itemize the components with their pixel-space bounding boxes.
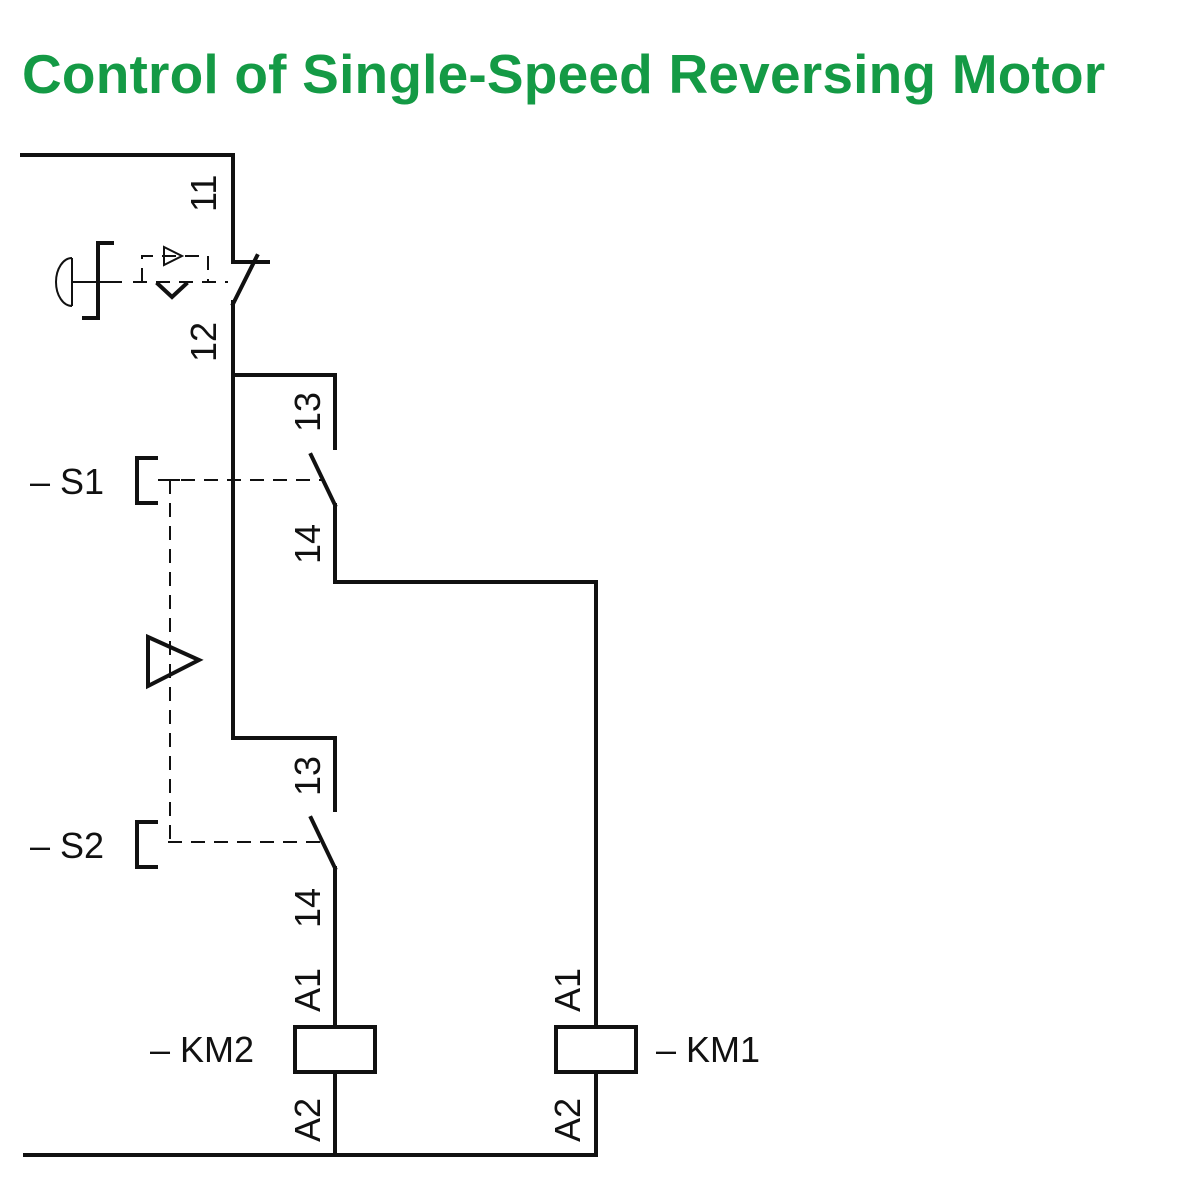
km2-terminal-a1: A1 — [287, 968, 328, 1012]
mechanical-interlock-icon — [146, 633, 204, 690]
km1-label: – KM1 — [656, 1029, 760, 1070]
km1-terminal-a2: A2 — [547, 1098, 588, 1142]
mushroom-head-icon — [55, 257, 73, 307]
s2-label: – S2 — [30, 825, 104, 866]
latch-triangle-icon — [163, 245, 185, 267]
supply-line — [20, 153, 235, 264]
km1-coil — [554, 1025, 638, 1074]
s1-label: – S1 — [30, 461, 104, 502]
s2-terminal-13: 13 — [287, 756, 328, 796]
s1-terminal-14: 14 — [287, 524, 328, 564]
s2-pushbutton — [135, 820, 322, 869]
s1-contact — [308, 452, 598, 1029]
branch-wiring — [231, 373, 337, 812]
s1-pushbutton — [135, 456, 322, 840]
s2-terminal-14: 14 — [287, 888, 328, 928]
s2-contact — [308, 815, 338, 1029]
km2-terminal-a2: A2 — [287, 1098, 328, 1142]
terminal-label-12: 12 — [183, 322, 224, 362]
terminal-label-11: 11 — [183, 175, 224, 212]
diagram-title: Control of Single-Speed Reversing Motor — [22, 43, 1106, 105]
emergency-stop-actuator — [55, 241, 228, 320]
km2-label: – KM2 — [150, 1029, 254, 1070]
emergency-stop-contact — [230, 253, 270, 377]
km1-terminal-a1: A1 — [547, 968, 588, 1012]
km2-coil — [293, 1025, 377, 1074]
s1-terminal-13: 13 — [287, 392, 328, 432]
return-line — [23, 1070, 598, 1157]
